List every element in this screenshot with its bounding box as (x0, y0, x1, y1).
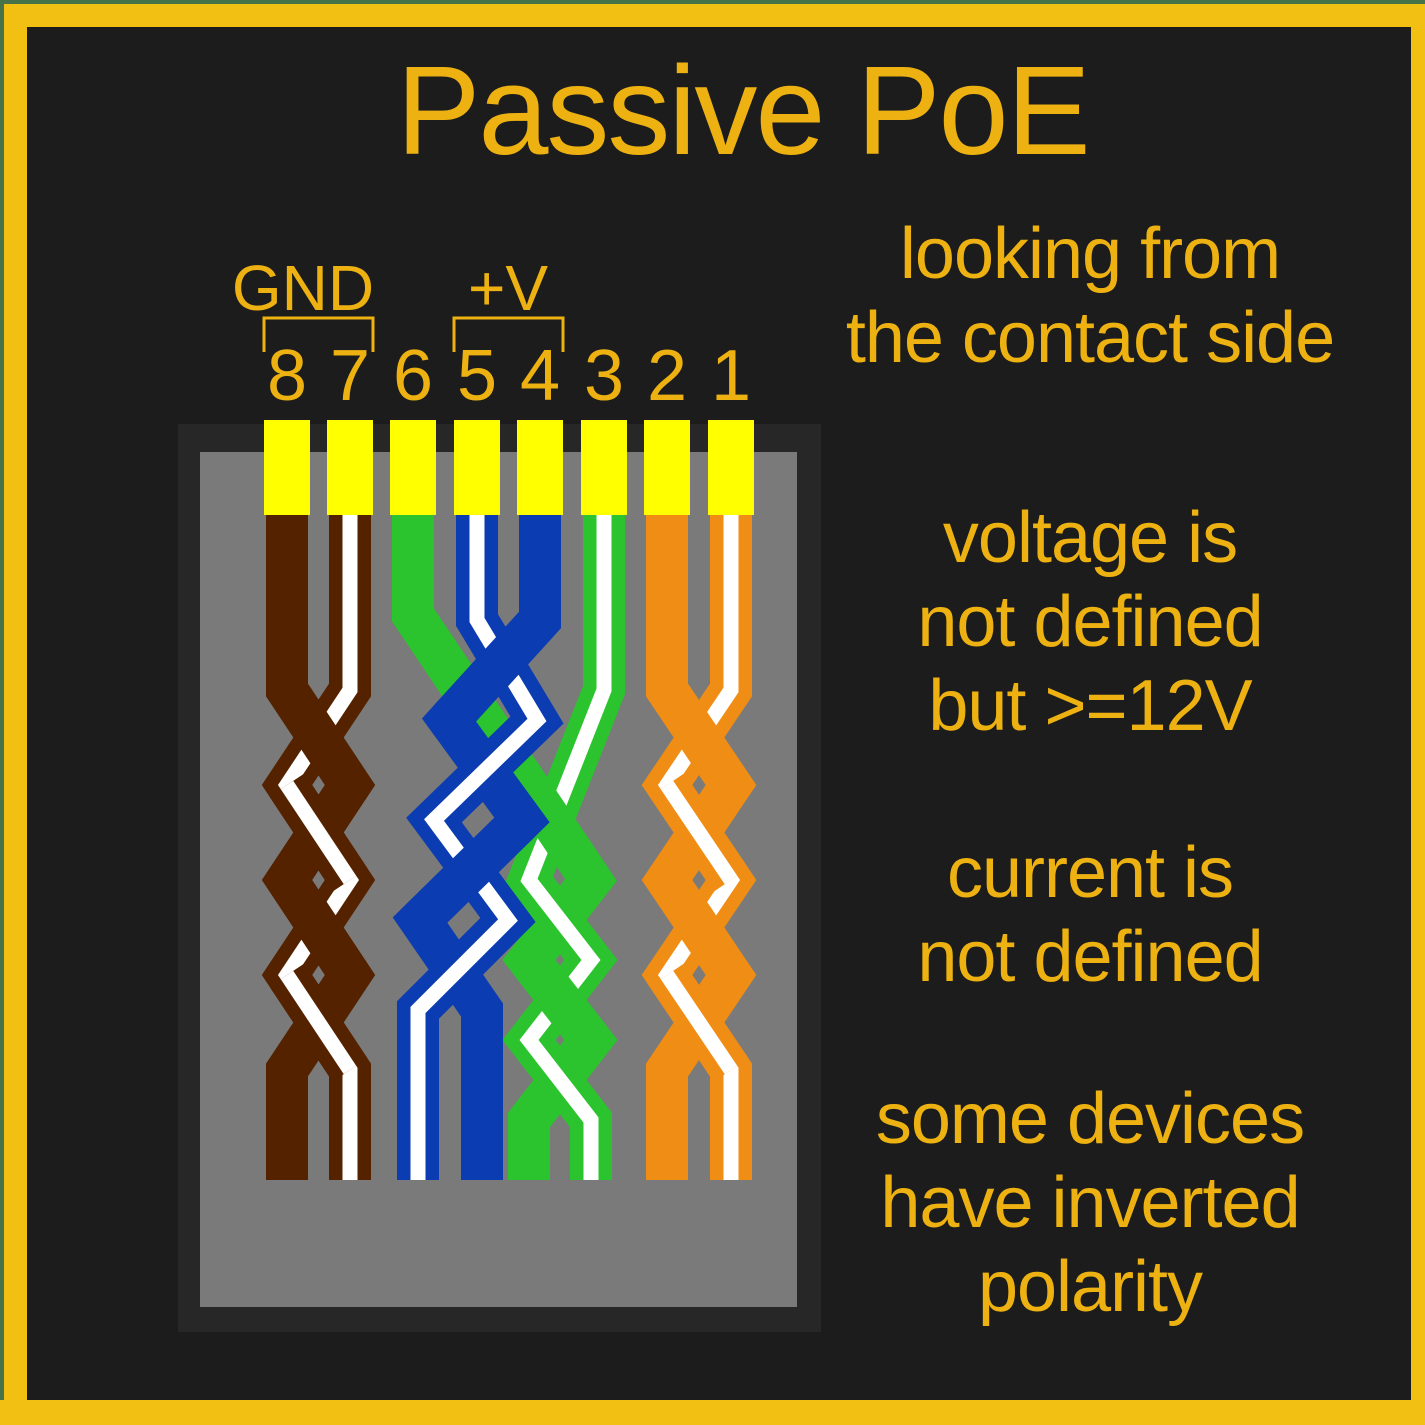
wire-pin8-brown (261, 500, 376, 1180)
page-title: Passive PoE (396, 40, 1090, 181)
pin-number-8: 8 (267, 336, 307, 416)
pin-6-contact (390, 420, 436, 515)
pin-3-contact (581, 420, 627, 515)
gnd-bracket (262, 316, 375, 352)
wire-pin4-blue-over-segment-2 (405, 805, 537, 935)
wire-pin5-blue-white-stripe (410, 500, 547, 1180)
pin-2-contact (644, 420, 690, 515)
pin-number-5: 5 (457, 336, 497, 416)
pin-number-3: 3 (584, 336, 624, 416)
gnd-label: GND (232, 252, 374, 324)
pin-number-4: 4 (520, 336, 560, 416)
plus-v-bracket (452, 316, 565, 352)
pin-number-7: 7 (330, 336, 370, 416)
wire-pin7-over-segment-2-stripe (280, 970, 357, 1075)
note-line: not defined (917, 582, 1263, 662)
pin-8-contact (264, 420, 310, 515)
note-line: some devices (875, 1079, 1305, 1159)
note-line: looking from (899, 214, 1281, 294)
pin-5-contact (454, 420, 500, 515)
note-polarity: some devices have inverted polarity (810, 1077, 1370, 1329)
note-line: voltage is (942, 498, 1238, 578)
note-viewing-side: looking from the contact side (810, 212, 1370, 380)
edge-accent-left (0, 0, 4, 1400)
edge-accent-top (0, 0, 1425, 4)
note-line: but >=12V (928, 666, 1252, 746)
pin-number-1: 1 (711, 336, 751, 416)
wire-pin1-over-segment-2-stripe (660, 970, 738, 1075)
pin-number-2: 2 (647, 336, 687, 416)
note-line: have inverted (880, 1163, 1300, 1243)
pin-7-contact (327, 420, 373, 515)
pin-number-6: 6 (393, 336, 433, 416)
note-line: polarity (977, 1247, 1203, 1327)
wire-pin7-over-segment-1-stripe (280, 780, 357, 885)
wire-pin6-green-over-segment-2 (512, 947, 608, 1053)
note-voltage: voltage is not defined but >=12V (810, 496, 1370, 748)
pin-4-contact (517, 420, 563, 515)
note-line: the contact side (845, 298, 1335, 378)
note-line: not defined (917, 917, 1263, 997)
note-current: current is not defined (810, 831, 1370, 999)
wire-pin4-blue-over-segment-1 (433, 605, 556, 735)
note-line: current is (946, 833, 1234, 913)
pin-1-contact (708, 420, 754, 515)
wire-pin1-over-segment-1-stripe (660, 780, 738, 885)
wire-pin3-green-white-stripe (519, 500, 612, 1180)
wire-pin2-orange (641, 500, 757, 1180)
plus-v-label: +V (468, 252, 548, 324)
